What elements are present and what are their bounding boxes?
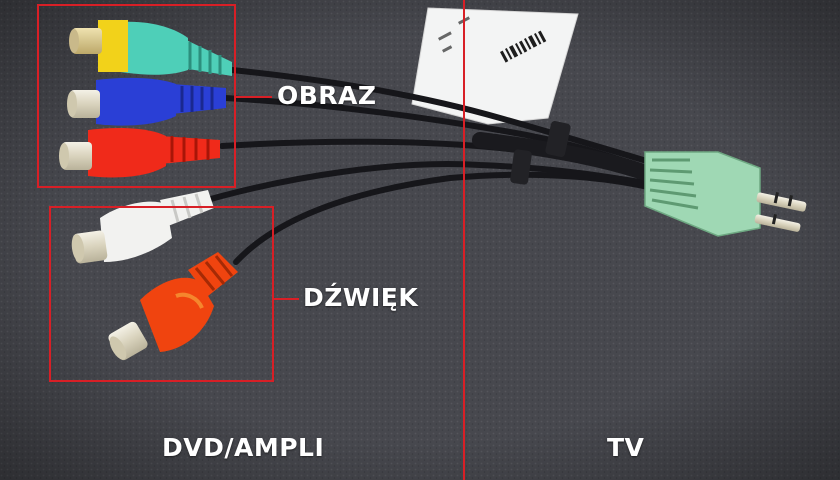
minijack-plug (644, 151, 807, 237)
cable-bundle (187, 67, 660, 265)
cable-tag (411, 7, 579, 125)
source-side-label: DVD/AMPLI (162, 433, 325, 462)
rca-plug-red-video (59, 128, 220, 178)
rca-plug-white (71, 190, 214, 264)
rca-plug-red-audio (108, 252, 238, 361)
audio-label: DŹWIĘK (303, 283, 419, 312)
video-label: OBRAZ (277, 81, 377, 110)
audio-group-frame (49, 206, 274, 382)
audio-label-leader (274, 298, 299, 300)
rca-plug-yellow (69, 20, 232, 76)
video-label-leader (236, 96, 272, 98)
rca-plug-blue (67, 77, 226, 126)
video-group-frame (37, 4, 236, 188)
target-side-label: TV (607, 433, 645, 462)
side-divider-line (463, 0, 465, 480)
